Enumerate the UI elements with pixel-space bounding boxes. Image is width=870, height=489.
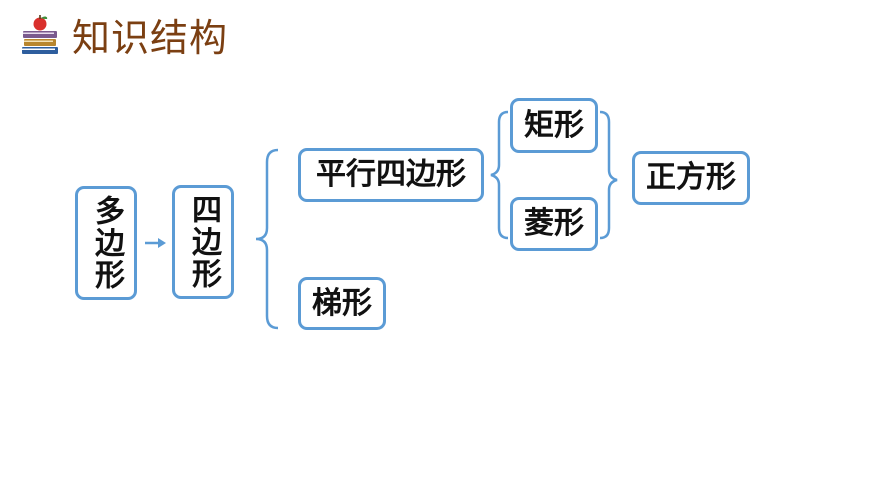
page-title: 知识结构 (72, 16, 229, 60)
node-rectangle: 矩形 (510, 98, 598, 153)
node-polygon: 多边形 (75, 186, 137, 300)
brace-square-parents (599, 110, 618, 240)
book-stack-apple-icon (22, 15, 58, 54)
arrow-head (158, 238, 166, 248)
node-square: 正方形 (632, 151, 750, 205)
node-rhombus: 菱形 (510, 197, 598, 251)
brace-quadrilateral-children (255, 148, 279, 330)
node-parallelogram: 平行四边形 (298, 148, 484, 202)
node-quadrilateral: 四边形 (172, 185, 234, 299)
brace-parallelogram-children (490, 110, 509, 240)
node-trapezoid: 梯形 (298, 277, 386, 330)
